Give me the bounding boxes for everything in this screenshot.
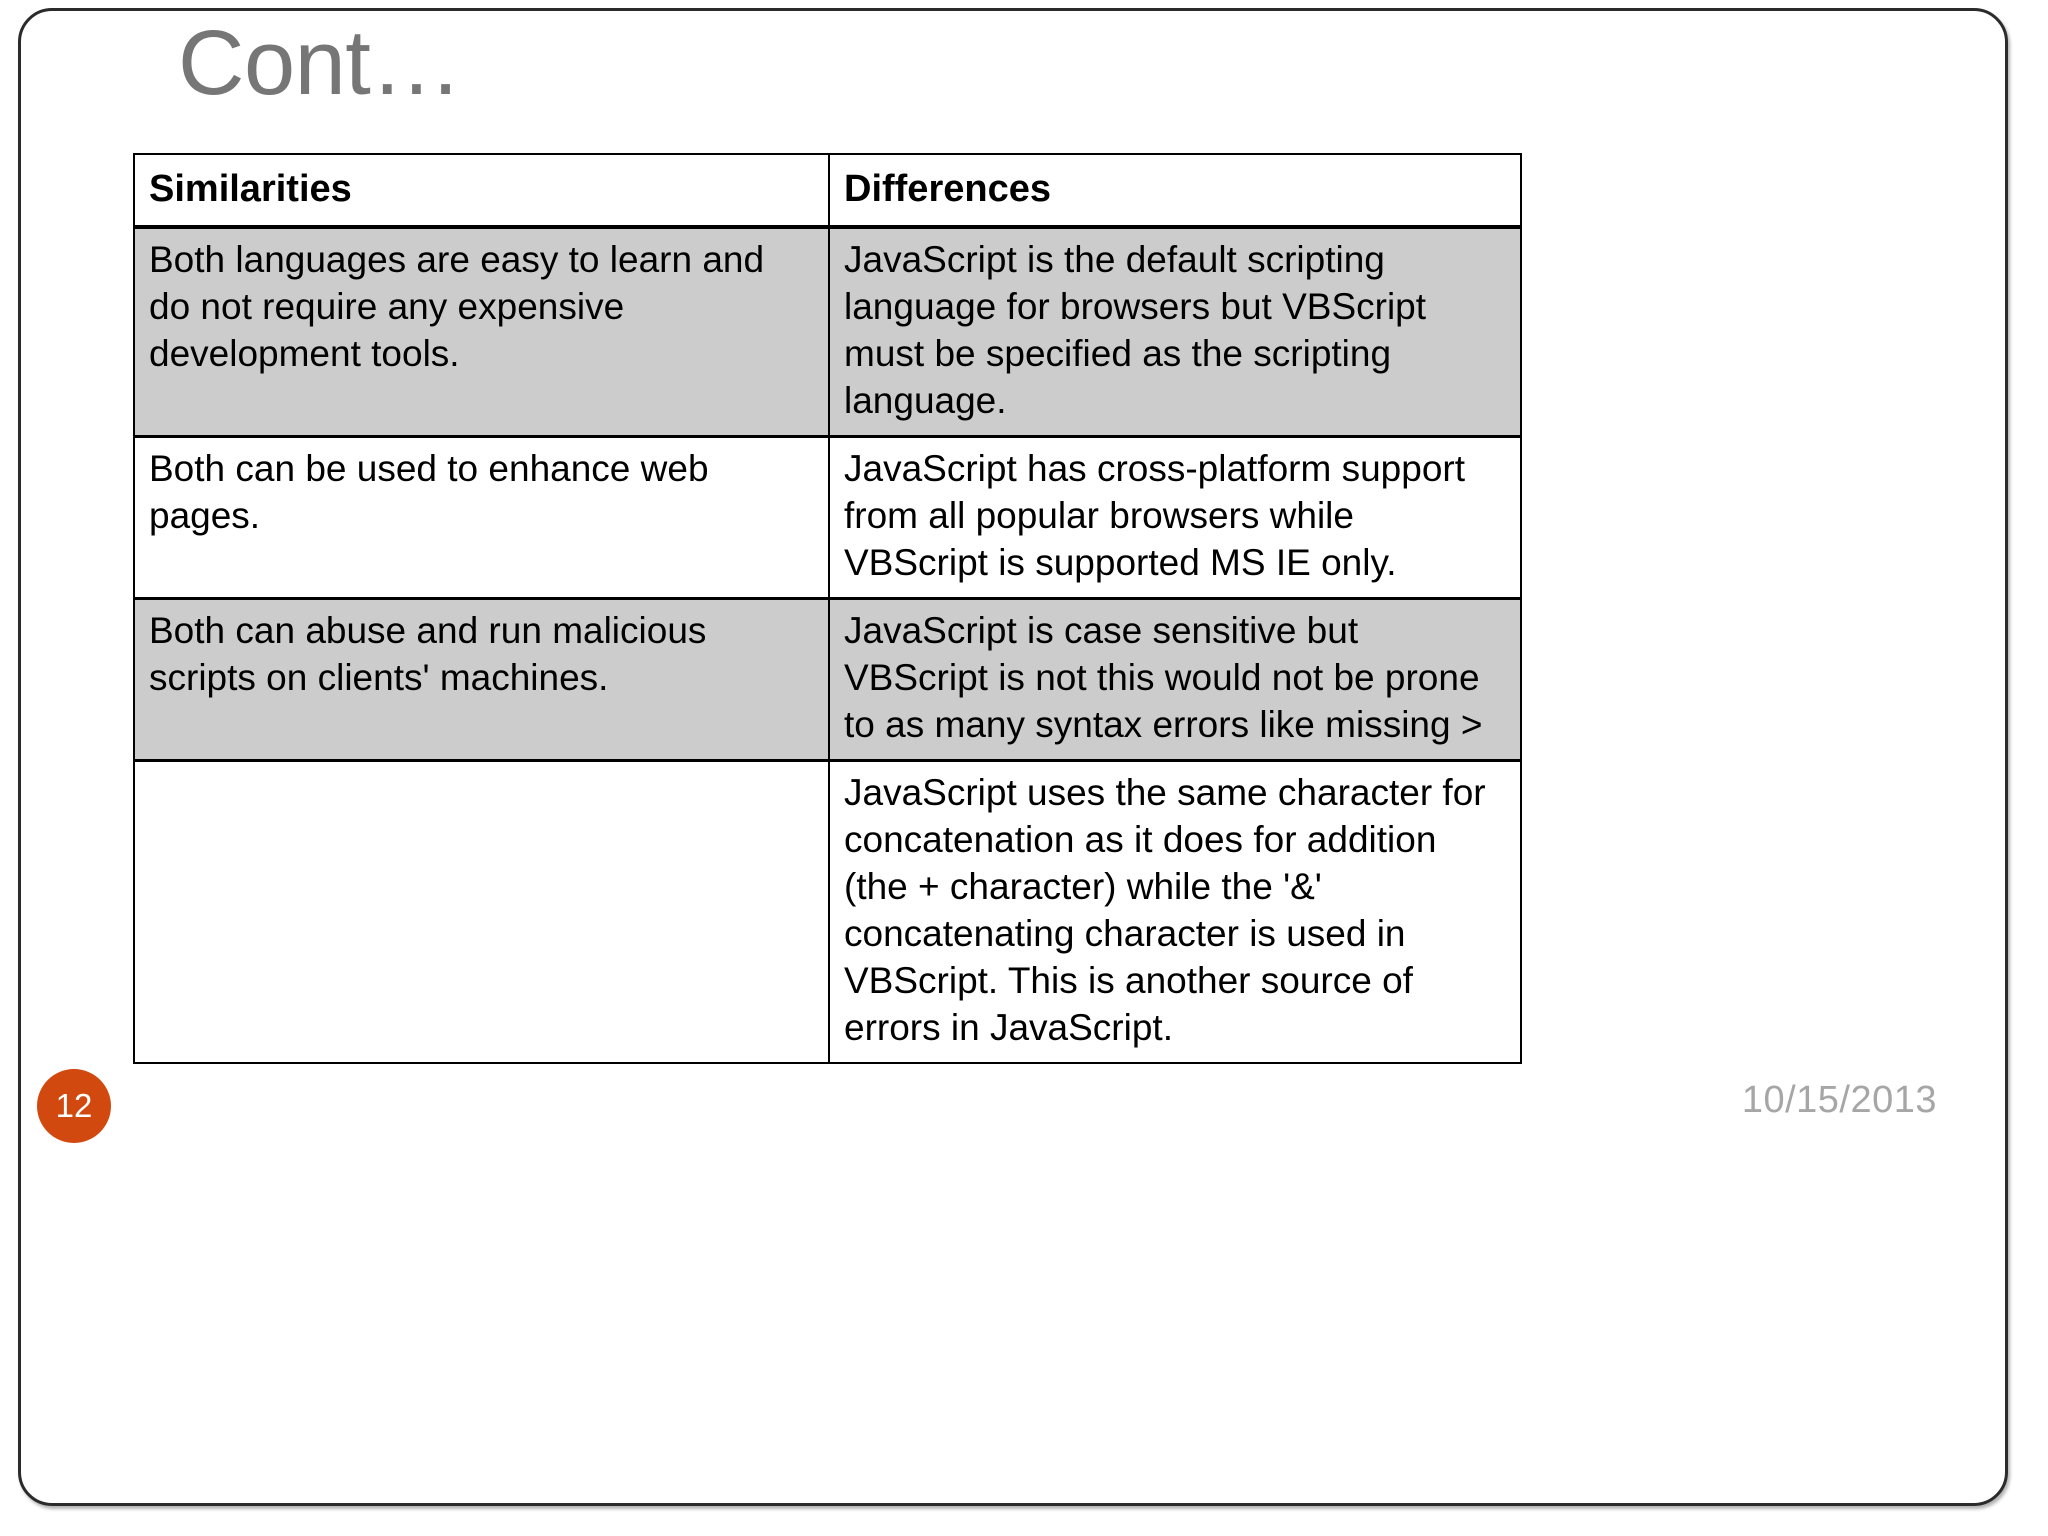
cell-difference-1: JavaScript is the default scripting lang… (828, 225, 1522, 439)
cell-similarity-2: Both can be used to enhance web pages. (133, 435, 830, 600)
column-header-differences: Differences (828, 152, 1522, 230)
cell-difference-3: JavaScript is case sensitive but VBScrip… (828, 597, 1522, 763)
table-row: JavaScript uses the same character for c… (133, 759, 1522, 1065)
cell-similarity-3: Both can abuse and run malicious scripts… (133, 597, 830, 763)
cell-similarity-4 (133, 759, 830, 1065)
table-row: Both can abuse and run malicious scripts… (133, 597, 1522, 763)
page-number-badge: 12 (37, 1069, 111, 1143)
table-row: Both languages are easy to learn and do … (133, 225, 1522, 439)
table-header: Similarities Differences (133, 152, 1522, 230)
table-row: Both can be used to enhance web pages. J… (133, 435, 1522, 600)
cell-similarity-1: Both languages are easy to learn and do … (133, 225, 830, 439)
column-header-similarities: Similarities (133, 152, 830, 230)
page-title: Cont… (178, 12, 462, 114)
comparison-table: Similarities Differences Both languages … (133, 152, 1522, 1065)
table-body: Both languages are easy to learn and do … (133, 225, 1522, 1065)
cell-difference-4: JavaScript uses the same character for c… (828, 759, 1522, 1065)
slide-frame: Cont… Similarities Differences Both lang… (18, 8, 2008, 1506)
cell-difference-2: JavaScript has cross-platform support fr… (828, 435, 1522, 600)
table-header-row: Similarities Differences (133, 152, 1522, 230)
slide-date: 10/15/2013 (1741, 1079, 1937, 1121)
